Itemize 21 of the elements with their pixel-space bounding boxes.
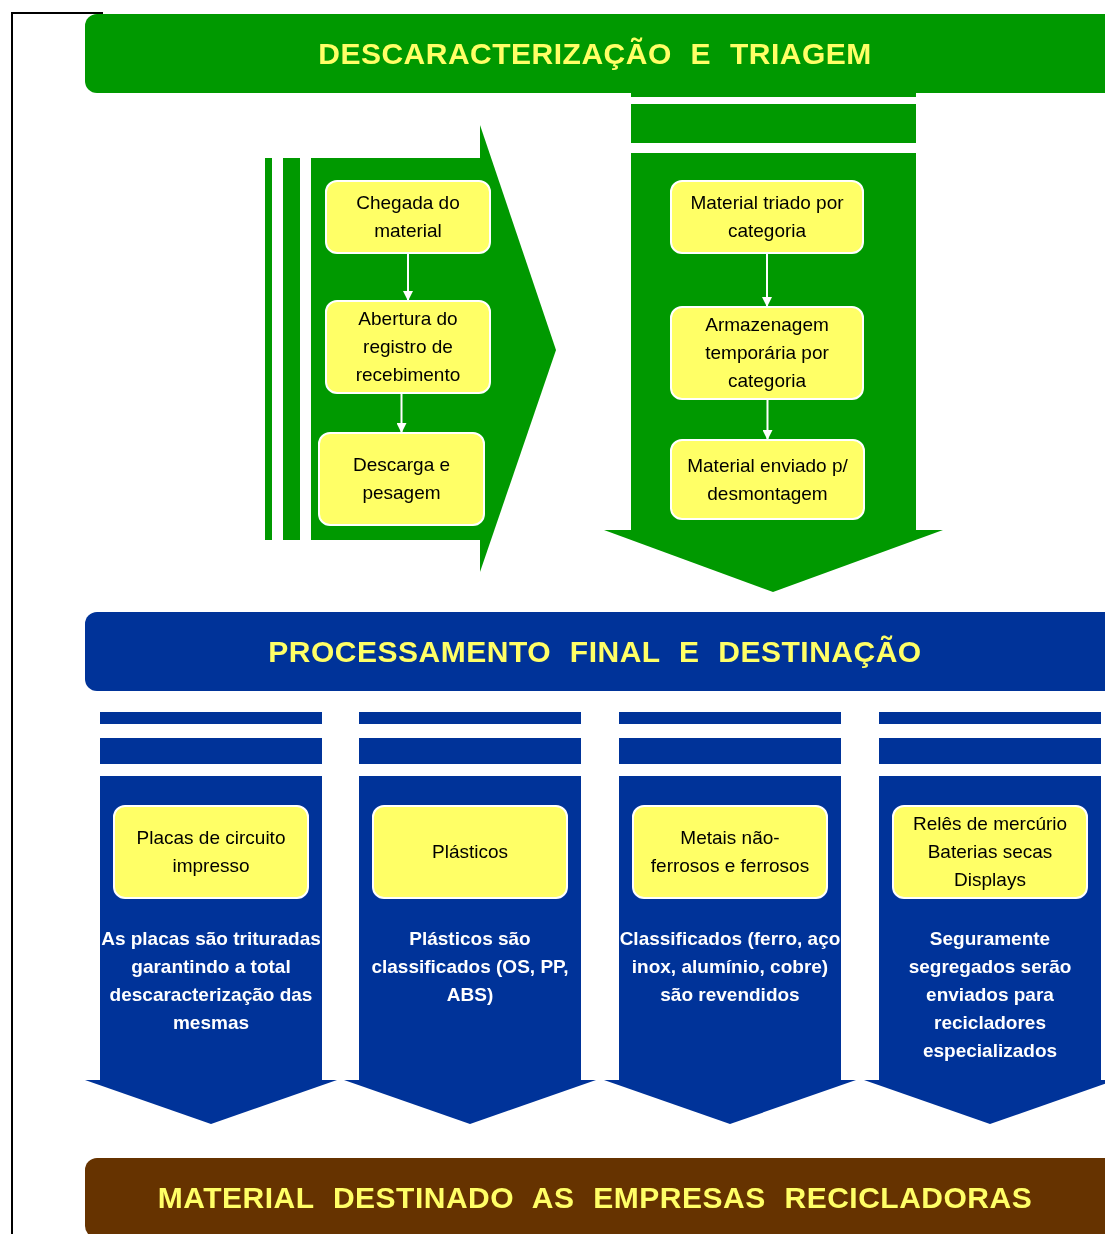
section-banner: DESCARACTERIZAÇÃO E TRIAGEM [85, 14, 1105, 93]
arrow [762, 399, 773, 440]
process-box: Plásticos [372, 805, 568, 899]
description-text: Classificados (ferro, aço inox, alumínio, cobre) são revendidos [619, 927, 841, 1007]
section-banner: MATERIAL DESTINADO AS EMPRESAS RECICLADORAS [85, 1158, 1105, 1234]
arrow [403, 253, 413, 301]
process-box: Material enviado p/ desmontagem [670, 439, 865, 520]
arrow [762, 253, 772, 307]
process-box: Material triado por categoria [670, 180, 864, 254]
description-text: As placas são trituradas garantindo a total descaracterização das mesmas [100, 927, 322, 1035]
description-text: Plásticos são classificados (OS, PP, ABS) [370, 927, 570, 1007]
process-box: Metais não-ferrosos e ferrosos [632, 805, 828, 899]
section-banner: PROCESSAMENTO FINAL E DESTINAÇÃO [85, 612, 1105, 691]
process-box: Armazenagem temporária por categoria [670, 306, 864, 400]
process-box: Abertura do registro de recebimento [325, 300, 491, 394]
description-text: Seguramente segregados serão enviados para recicladores especializados [907, 927, 1073, 1063]
process-box: Descarga e pesagem [318, 432, 485, 526]
process-box: Relês de mercúrio Baterias secas Displays [892, 805, 1088, 899]
process-box: Placas de circuito impresso [113, 805, 309, 899]
arrow [396, 393, 407, 433]
process-box: Chegada do material [325, 180, 491, 254]
